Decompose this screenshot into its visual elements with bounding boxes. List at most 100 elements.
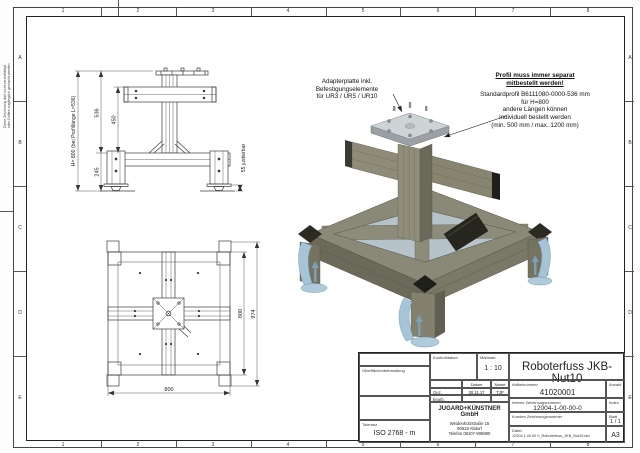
- grid-ref-left: D: [18, 310, 22, 316]
- grid-ref-bottom: 4: [286, 442, 290, 448]
- grid-ref-left: C: [18, 225, 22, 231]
- tb-cell-customer-no: Kunden Zeichnungsnummer: [509, 412, 606, 426]
- frame-tick: [475, 7, 476, 16]
- foot-bracket: [298, 241, 313, 286]
- tb-cell-control-date: Kontrolldatum: [430, 353, 477, 380]
- profile-annotation-line: individuell bestellt werden: [499, 113, 571, 121]
- article-label: Artikelnummer: [512, 382, 538, 387]
- company-street: Weidenholzstraße 15: [449, 421, 490, 426]
- company-city: 90518 Altdorf: [457, 426, 482, 431]
- dim-536: 536: [95, 108, 101, 117]
- grid-ref-top: 7: [511, 8, 515, 14]
- qty-label: Anzahl: [609, 382, 622, 387]
- frame-tick: [475, 441, 476, 448]
- tb-cell-empty: [430, 380, 462, 388]
- tb-cell-drawn-date: 30.11.17: [462, 388, 491, 395]
- tb-cell-name-header: Name: [491, 380, 509, 388]
- frame-tick: [625, 101, 634, 102]
- surface-label: Oberflächenbehandlung: [362, 368, 405, 373]
- title-block: Oberflächenbehandlung Toleranz ISO 2768 …: [358, 352, 625, 443]
- cross-beam-cap-right: [492, 172, 500, 200]
- drawn-label: Gez.: [433, 390, 442, 395]
- tb-cell-empty: [462, 395, 491, 402]
- internal-no-label: Interne Zeichnungsnummer: [512, 400, 561, 405]
- tb-cell-title: Roboterfuss JKB-Nut10: [509, 353, 625, 385]
- leader-adapter: [392, 93, 403, 113]
- edited-label: bearb.: [433, 397, 445, 402]
- grid-ref-right: B: [628, 140, 632, 146]
- profile-annotation-line: Standardprofil B6111080-0000-536 mm: [480, 91, 590, 99]
- frame-tick: [13, 356, 26, 357]
- grid-ref-top: 2: [136, 8, 140, 14]
- foot-pad: [300, 283, 328, 293]
- sheet-outer-border: [13, 7, 633, 448]
- grid-ref-right: A: [628, 55, 632, 61]
- frame-tick: [400, 7, 401, 16]
- tb-cell-drawn: Gez.: [430, 388, 462, 395]
- frame-tick: [625, 356, 634, 357]
- frame-tick: [101, 441, 102, 448]
- iso-view: [298, 93, 553, 348]
- grid-ref-top: 6: [436, 8, 440, 14]
- profile-annotation: Profil muss immer separat mitbestellt we…: [455, 72, 615, 129]
- drawing-title: Roboterfuss JKB-Nut10: [521, 361, 613, 385]
- frame-tick: [176, 7, 177, 16]
- leader-profile: [443, 115, 507, 138]
- frame-tick: [326, 7, 327, 16]
- frame-tick: [400, 441, 401, 448]
- corner-cube: [413, 275, 437, 293]
- drawn-name: TJP: [496, 390, 504, 395]
- foot-pad: [527, 276, 553, 286]
- tb-cell-scale: Maßstab 1 : 10: [477, 353, 509, 380]
- company-name: JUGARD+KÜNSTNER: [438, 406, 501, 412]
- grid-ref-left: E: [18, 395, 22, 401]
- dim-plan-800-bottom: 800: [164, 387, 173, 393]
- dim-plan-800-inner: 800: [238, 309, 244, 318]
- grid-ref-bottom: 2: [136, 442, 140, 448]
- adapter-annotation: Adapterplatte inkl. Befestigungselemente…: [297, 78, 397, 101]
- tb-cell-file: Datei: 12004 1 00 00 0_Roboterfuss_JKB_N…: [509, 426, 606, 443]
- profile-annotation-bold: mitbestellt werden!: [506, 79, 564, 87]
- plate-stud: [393, 106, 396, 111]
- tb-cell-format: A3: [606, 426, 625, 443]
- grid-ref-top: 1: [61, 8, 65, 14]
- foot-bracket: [537, 237, 551, 279]
- wedge-bracket: [443, 212, 489, 252]
- grid-ref-right: D: [628, 310, 632, 316]
- dim-total-height: H= 800 (bei Profillänge L=536): [71, 95, 77, 166]
- tolerance-label: Toleranz: [362, 422, 378, 427]
- frame-tick: [101, 7, 102, 16]
- plate-stud: [425, 106, 428, 111]
- adapter-plate-hole: [404, 123, 416, 129]
- article-value: 41020001: [539, 388, 576, 397]
- tb-cell-sheet: Blatt 1 / 1: [606, 412, 625, 426]
- grid-ref-right: C: [628, 225, 632, 231]
- centering-mark: [118, 0, 119, 16]
- grid-ref-bottom: 6: [436, 442, 440, 448]
- margin-note-line: oder Dritten zugänglich gemacht werden: [7, 63, 12, 128]
- frame-tick: [251, 7, 252, 16]
- dim-245: 245: [95, 167, 101, 176]
- tolerance-value: ISO 2768 - m: [373, 430, 416, 437]
- grid-ref-top: 8: [586, 8, 590, 14]
- centering-mark: [0, 211, 13, 212]
- grid-ref-left: A: [18, 55, 22, 61]
- frame-tick: [625, 271, 634, 272]
- tb-cell-tolerance: Toleranz ISO 2768 - m: [359, 420, 430, 443]
- tb-cell-date-header: Datum: [462, 380, 491, 388]
- tb-cell-article: Artikelnummer 41020001: [509, 380, 606, 398]
- file-value: 12004 1 00 00 0_Roboterfuss_JKB_Nut10.ia…: [512, 434, 590, 438]
- profile-annotation-line: für H=800: [521, 98, 549, 106]
- control-date-label: Kontrolldatum: [433, 355, 458, 360]
- name-label: Name: [494, 382, 506, 387]
- company-type: GmbH: [460, 412, 479, 418]
- grid-ref-left: B: [18, 140, 22, 146]
- grid-ref-bottom: 7: [511, 442, 515, 448]
- index-label: Index: [609, 400, 619, 405]
- tb-cell-edited: bearb.: [430, 395, 462, 402]
- tb-cell-surface: Oberflächenbehandlung: [359, 366, 430, 396]
- foot-pad: [410, 336, 440, 348]
- plan-view: 800 974 800: [106, 240, 260, 396]
- cross-beam-right: [431, 155, 493, 199]
